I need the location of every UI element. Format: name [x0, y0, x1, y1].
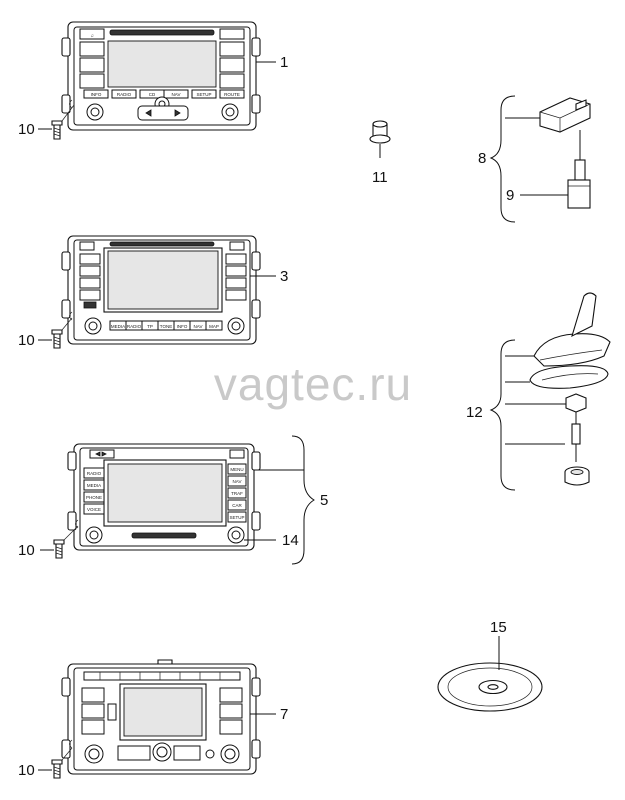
callout-10-d: 10 [18, 762, 35, 779]
callout-11: 11 [372, 169, 388, 186]
unit5-left-button-label: MEDIA [87, 483, 101, 488]
unit1-button-label: CD [149, 92, 156, 97]
head-unit-radio-base [61, 659, 261, 775]
unit3-button-label: TONE [160, 324, 172, 329]
callout-10-b: 10 [18, 332, 35, 349]
callout-12: 12 [466, 404, 483, 421]
callout-10-a: 10 [18, 121, 35, 138]
screw-10-d [51, 759, 63, 779]
callout-10-c: 10 [18, 542, 35, 559]
unit5-right-button-label: CAR [232, 503, 242, 508]
callout-5: 5 [320, 492, 328, 509]
module-part-8 [539, 97, 591, 160]
screw-10-c [53, 539, 65, 559]
unit5-left-button-label: RADIO [87, 471, 102, 476]
unit5-right-button-label: MENU [230, 467, 243, 472]
unit5-left-button-label: VOICE [87, 507, 101, 512]
unit5-left-button-label: PHONE [86, 495, 102, 500]
unit3-button-label: RADIO [127, 324, 142, 329]
unit5-right-button-label: SETUP [229, 515, 244, 520]
unit3-button-label: NAV [194, 324, 203, 329]
unit3-button-label: MEDIA [111, 324, 125, 329]
watermark-text: vagtec.ru [214, 358, 412, 410]
screw-10-b [51, 329, 63, 349]
callout-3: 3 [280, 268, 288, 285]
unit5-right-button-label: TRAF [231, 491, 243, 496]
unit3-button-label: MAP [209, 324, 219, 329]
callout-1: 1 [280, 54, 288, 71]
callout-15: 15 [490, 619, 507, 636]
callout-8: 8 [478, 150, 486, 167]
unit1-button-label: INFO [91, 92, 102, 97]
head-unit-touchscreen-nav: MEDIA RADIO TP TONE INFO NAV MAP [61, 235, 261, 345]
head-unit-navigation: RADIO MEDIA PHONE VOICE MENU NAV TRAF CA… [67, 443, 261, 551]
roof-antenna-part-12 [529, 292, 611, 486]
unit3-button-label: INFO [177, 324, 188, 329]
unit1-button-label: ROUTE [224, 92, 240, 97]
unit1-button-label: SETUP [196, 92, 211, 97]
svg-text:♫: ♫ [90, 33, 93, 38]
knob-cap-part-11 [369, 120, 391, 144]
callout-7: 7 [280, 706, 288, 723]
connector-part-9 [567, 159, 591, 209]
callout-14: 14 [282, 532, 299, 549]
unit1-button-label: NAV [172, 92, 181, 97]
unit1-button-label: RADIO [117, 92, 132, 97]
callout-9: 9 [506, 187, 514, 204]
unit3-button-label: TP [147, 324, 153, 329]
screw-10-a [51, 120, 63, 140]
navigation-disc-part-15 [437, 662, 543, 712]
head-unit-radio-cd: ♫ INFO RADIO CD NAV SETUP ROUTE [61, 21, 261, 131]
unit5-right-button-label: NAV [233, 479, 242, 484]
